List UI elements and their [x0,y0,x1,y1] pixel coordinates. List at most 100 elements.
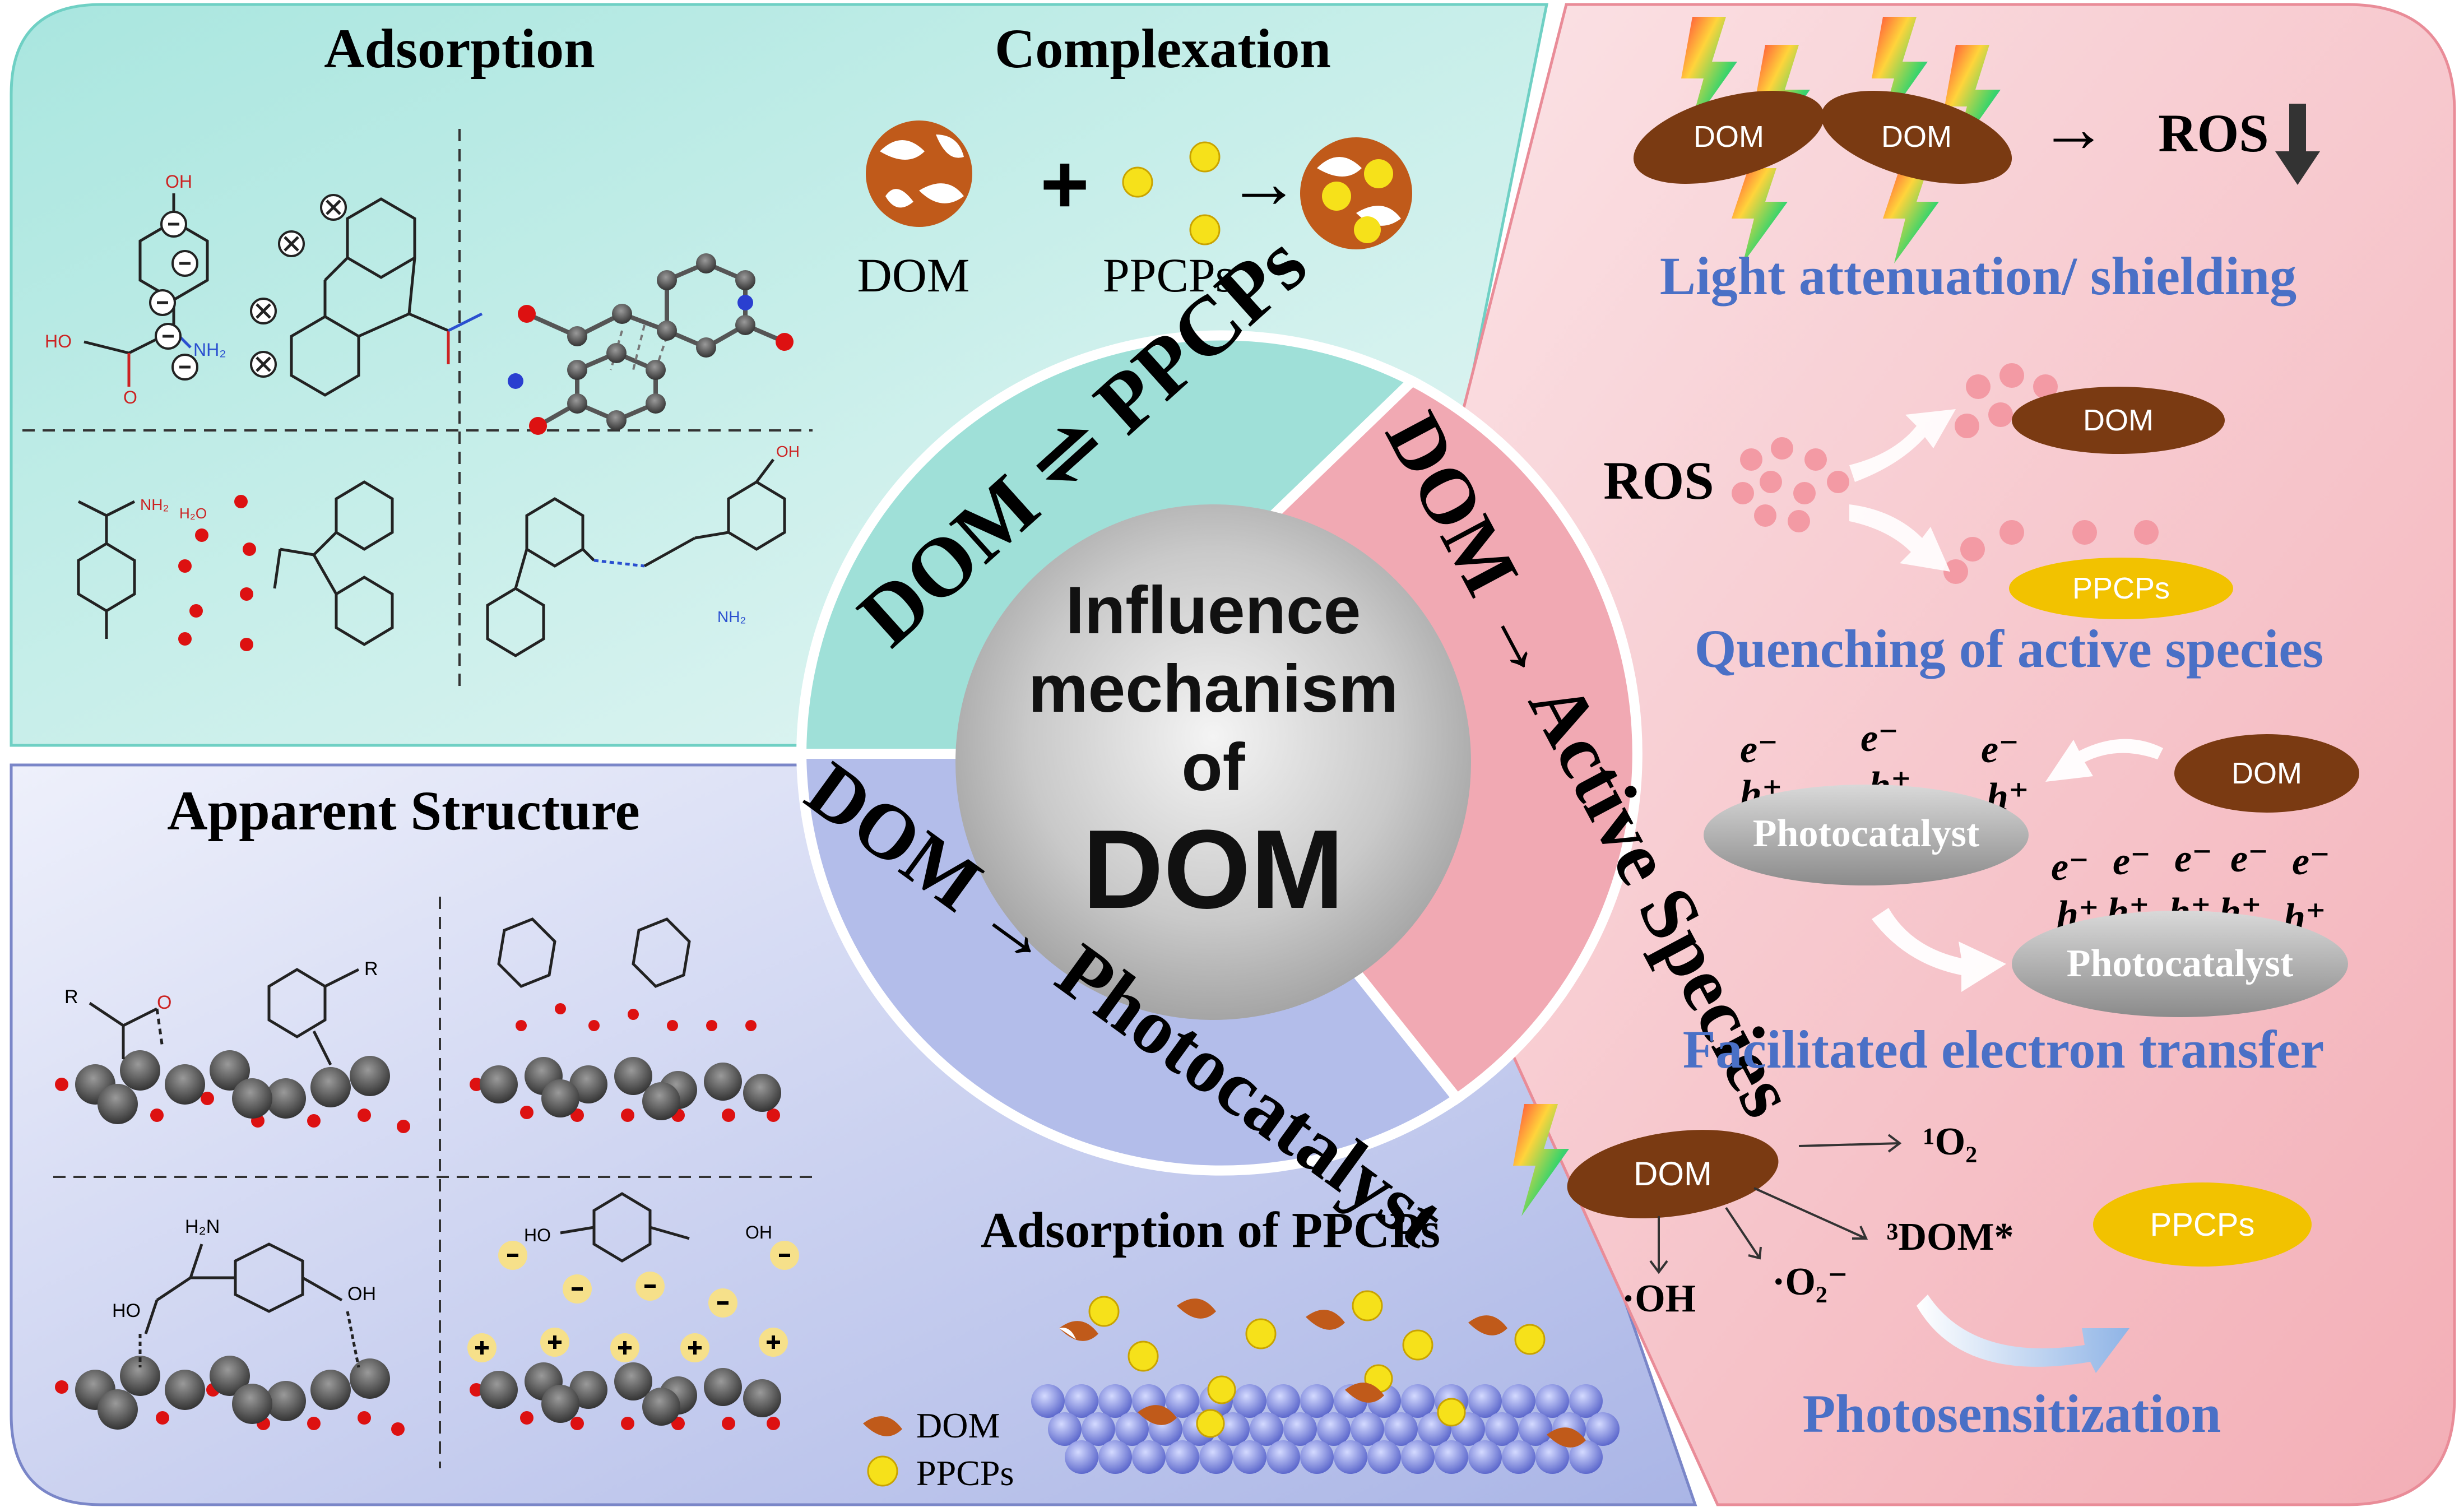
label-oh-5: OH [745,1222,772,1242]
legend-ppcps-label: PPCPs [916,1453,1014,1493]
transfer-arrow-down [1872,908,2006,992]
label-ho-3: HO [524,1225,551,1245]
label-nh2-3: NH₂ [717,608,746,625]
e-minus-5: e⁻ [2113,840,2151,883]
facilitated-title: Facilitated electron transfer [1683,1019,2324,1079]
label-water: H₂O [179,505,207,522]
charge-sign-glyphs [475,1254,790,1355]
ppcps-ellipse-2 [2093,1182,2312,1267]
e-minus-4: e⁻ [2051,846,2089,889]
complexation-ppcps-label: PPCPs [1103,248,1234,302]
pink-panel [1374,3,2456,1506]
label-oh-4: OH [347,1283,376,1305]
legend-dom-icon [863,1416,902,1436]
adsorption-title: Adsorption [324,17,595,80]
sensitization-arrow [1917,1295,2129,1373]
center-line-1: Influence [1066,573,1361,648]
e-minus-6: e⁻ [2174,837,2212,880]
catalyst-surface-3 [55,1242,405,1436]
adsorption-section: Adsorption OH HO NH₂ O [22,17,813,689]
e-minus-8: e⁻ [2292,840,2330,883]
molecule-carbamazepine-neutral [273,480,394,646]
e-minus-2: e⁻ [1861,717,1899,760]
e-minus-1: e⁻ [1740,728,1778,771]
photosensitization-section: DOM ¹O₂ ³DOM* ·OH ·O₂⁻ PPCPs Photosensit… [1513,1104,2312,1444]
dom-ppcps-complex-icon [1300,137,1412,249]
singlet-oxygen-label: ¹O₂ [1923,1120,1977,1163]
dom-ellipse-2 [1821,91,2012,184]
photosensitization-title: Photosensitization [1803,1384,2221,1444]
label-oh-3: OH [776,443,800,460]
complexation-title: Complexation [995,17,1331,80]
dom-ellipse-1 [1633,91,1825,184]
complexation-section: Complexation + → DOM PPCPs [857,17,1412,302]
molecule-hpg-hydrated [77,500,136,639]
legend: DOM PPCPs [863,1406,1014,1493]
transfer-arrow-in [2045,739,2163,782]
photocatalyst-label-1: Photocatalyst [1753,812,1979,855]
catalyst-surface-4 [470,1192,781,1430]
label-o-2: O [157,992,171,1013]
triplet-dom-label: ³DOM* [1886,1216,2013,1259]
label-h2n: H₂N [185,1216,220,1237]
label-oh-1: OH [165,171,192,192]
molecule-conjugate [486,458,786,657]
ros-label-2: ROS [1603,451,1714,511]
complexation-plus: + [1040,137,1089,231]
lightning-icon-dom [1513,1104,1569,1216]
dom-label-2: DOM [1881,120,1952,154]
ppcps-label-2: PPCPs [2150,1207,2255,1243]
apparent-structure-section: Apparent Structure R O R [53,780,818,1468]
dom-ellipse-4 [2174,734,2359,813]
floating-ppcps [1088,1290,1546,1438]
complexation-dom-label: DOM [857,248,970,302]
label-r-2: R [364,958,378,980]
dom-ellipse-5 [1567,1130,1779,1218]
dom-ellipse-3 [2012,387,2225,454]
ppcps-ellipse-1 [2009,558,2233,619]
quench-arrow-down [1849,504,1950,572]
dom-label-5: DOM [1634,1155,1712,1193]
label-r-1: R [64,986,78,1008]
ros-dots [1732,363,2159,584]
hydroxyl-label: ·OH [1622,1277,1696,1320]
adsorption-ppcps-title: Adsorption of PPCPs [981,1203,1440,1258]
ros-arrow: → [2040,91,2107,166]
photocatalyst-ellipse-2 [2012,911,2348,1017]
electron-transfer-section: e⁻ e⁻ e⁻ h⁺ h⁺ h⁺ Photocatalyst DOM e⁻ e… [1683,717,2359,1079]
legend-dom-label: DOM [916,1406,1000,1445]
floating-dom [1059,1298,1586,1448]
label-nh2-1: NH₂ [193,340,226,360]
complexation-arrow: → [1227,141,1300,223]
superoxide-label: ·O₂⁻ [1772,1260,1848,1304]
legend-ppcps-icon [867,1455,898,1487]
photosensitization-arrows [1649,1134,1902,1274]
molecule-pi-stacking [508,253,794,435]
quench-arrow-up [1849,409,1956,482]
dom-label-1: DOM [1694,120,1764,154]
catalyst-surface-1 [55,968,410,1133]
positive-charge-signs [256,200,341,372]
light-attenuation-section: DOM DOM → ROS Light attenuation/ shieldi… [1633,17,2320,306]
ppcps-label-1: PPCPs [2072,572,2170,605]
quenching-section: ROS DOM PPCPs Quenching of active specie… [1603,363,2323,679]
apparent-structure-title: Apparent Structure [167,780,640,842]
ppcps-dots [1122,141,1221,245]
label-ho-2: HO [112,1300,141,1321]
center-line-2: mechanism [1028,651,1398,726]
e-minus-3: e⁻ [1981,728,2019,771]
dom-label-3: DOM [2083,403,2154,437]
e-minus-7: e⁻ [2230,837,2268,880]
central-ring: Influence mechanism of DOM DOM ⇌ PPCPs D… [791,216,1813,1264]
water-molecules [178,495,256,651]
down-arrow-icon [2275,104,2320,185]
negative-charge-signs [157,222,191,369]
catalyst-surface-2 [470,917,781,1122]
adsorption-ppcps-section: Adsorption of PPCPs DOM PPCPs [863,1203,1620,1493]
label-ho-1: HO [45,331,72,351]
light-attenuation-title: Light attenuation/ shielding [1660,246,2296,306]
center-line-3: of [1181,730,1245,805]
dom-cluster-icon [866,120,972,227]
